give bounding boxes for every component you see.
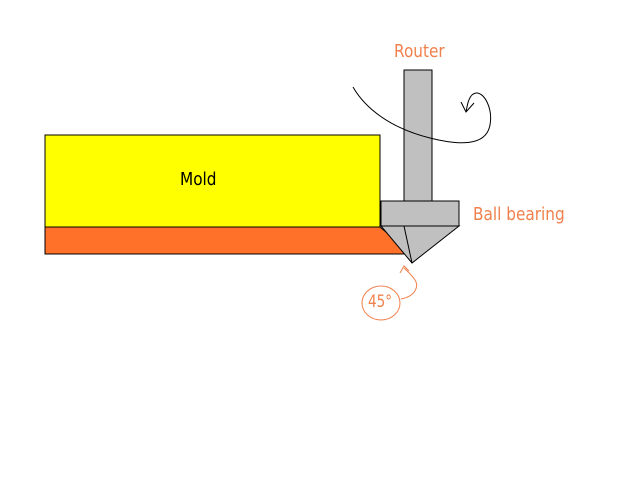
- angle-arc-icon: [361, 265, 418, 321]
- rotation-arrow-icon: [352, 86, 492, 144]
- edge-strip: [44, 226, 414, 255]
- mold-label: Mold: [180, 169, 217, 190]
- router-shaft: [403, 69, 433, 202]
- cutter-facet-line: [403, 225, 413, 264]
- router-label: Router: [394, 41, 445, 62]
- ball-bearing: [380, 200, 460, 227]
- chamfer-cutter: [379, 225, 461, 264]
- mold-block: [44, 134, 381, 228]
- angle-label: 45°: [368, 292, 393, 312]
- ball-bearing-label: Ball bearing: [473, 204, 565, 225]
